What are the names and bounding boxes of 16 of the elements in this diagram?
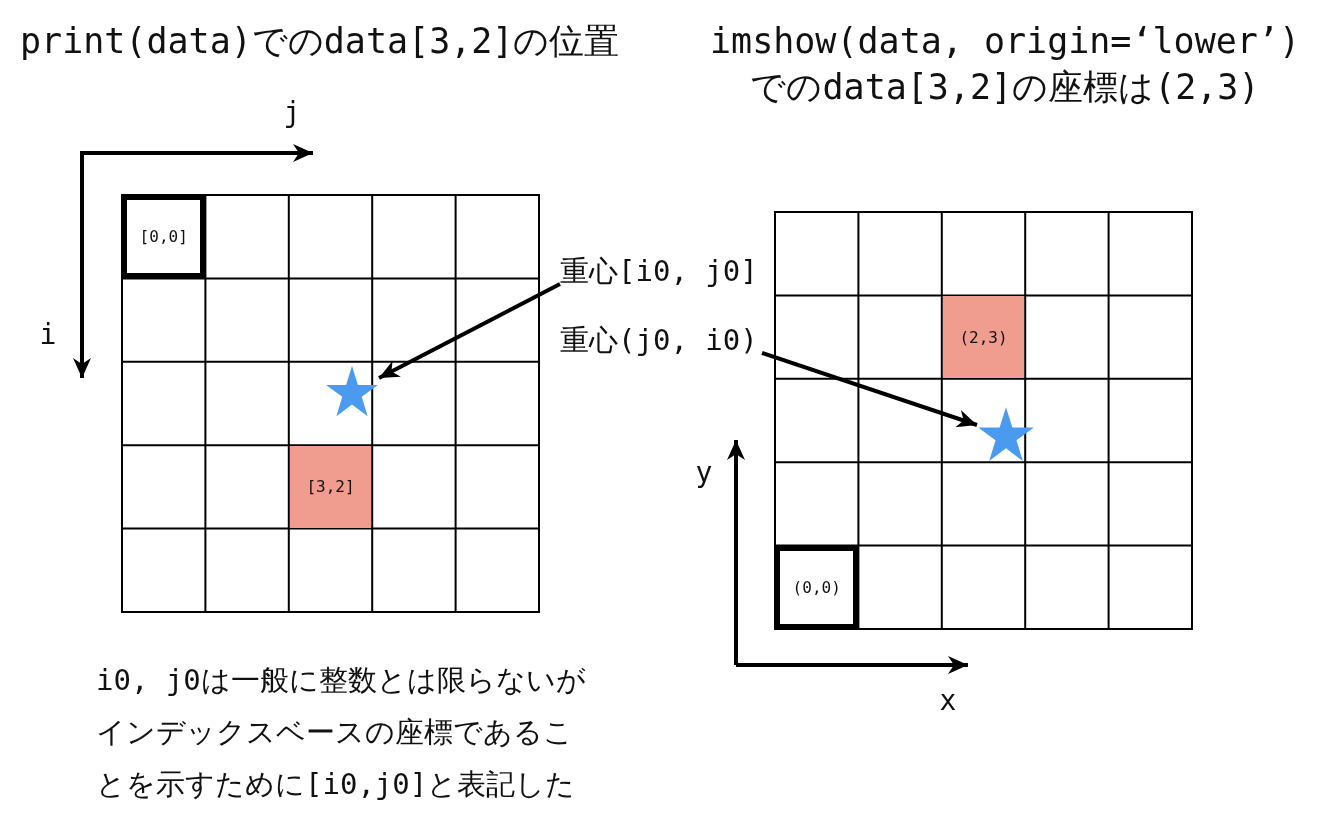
axis-label: j	[282, 95, 302, 131]
highlighted-cell: [0,0]	[122, 195, 206, 279]
arrow	[761, 351, 978, 428]
axis-label: x	[938, 683, 958, 719]
title: print(data)でのdata[3,2]の位置	[20, 20, 621, 63]
shaded-cell: [3,2]	[289, 446, 372, 528]
centroid-label: 重心(j0, i0)	[560, 321, 762, 361]
axis-label: i	[38, 317, 58, 353]
note-text: i0, j0は一般に整数とは限らないがインデックスベースの座標であることを示すために[i0,j0]と表記した	[96, 662, 587, 803]
star-icon	[977, 406, 1035, 464]
highlighted-cell: (0,0)	[775, 545, 859, 629]
centroid-label: 重心[i0, j0]	[560, 252, 768, 292]
shaded-cell: (2,3)	[942, 296, 1025, 378]
title: imshow(data, origin=‘lower’) でのdata[3,2]の座標は(2,3)	[709, 20, 1301, 109]
arrow	[378, 282, 561, 380]
axis-label: y	[694, 455, 714, 491]
